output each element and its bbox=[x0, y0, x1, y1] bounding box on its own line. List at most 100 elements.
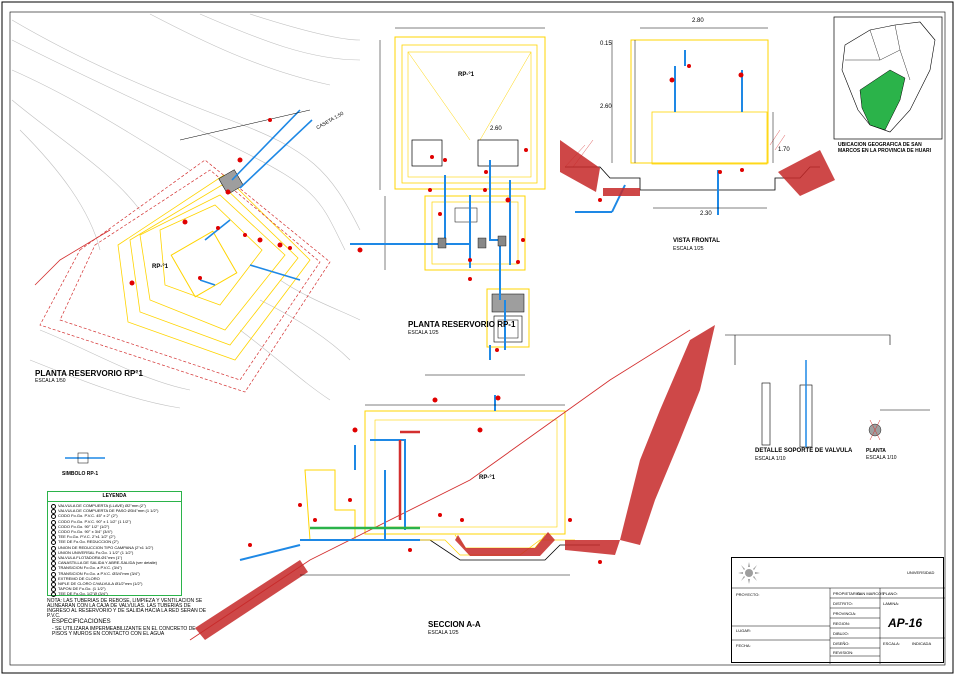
legend-item: CODO Fo.Go. P.V.C. 45° x 2" (2") bbox=[48, 513, 181, 520]
legend-item-text: UNION UNIVERSAL Fo.Go. 1 1/2" (1 1/2") bbox=[58, 549, 134, 555]
legend-symbol-icon bbox=[51, 592, 56, 598]
tb-region-label: REGION: bbox=[833, 621, 850, 626]
detail-plan-title: PLANTA bbox=[866, 448, 886, 454]
legend-item: TEE DE Fo.Go. 1/2"Ø (3/4") bbox=[48, 591, 181, 598]
plan-boundary-line bbox=[34, 229, 111, 286]
legend-symbol-icon bbox=[51, 545, 56, 551]
tb-scale-label: ESCALA: bbox=[883, 641, 900, 646]
tb-sheet-label: LAMINA: bbox=[883, 601, 900, 606]
plan-terrain-lines bbox=[11, 13, 361, 409]
legend-symbol-icon bbox=[51, 561, 56, 567]
dim-top-width: 2.80 bbox=[692, 18, 704, 24]
dim-side-height: 2.60 bbox=[600, 104, 612, 110]
legend-symbol-icon bbox=[51, 514, 56, 520]
legend-item-text: TRANSICION Fo.Go. a P.V.C. Ø3/4"mm (3/4"… bbox=[58, 570, 140, 576]
detail-title: DETALLE SOPORTE DE VALVULA bbox=[755, 448, 853, 454]
legend-item: NIPLE DE CLORO C/VALVULA Ø1/2"mm (1/2") bbox=[48, 581, 181, 587]
tb-project-label: PROYECTO: bbox=[736, 592, 760, 597]
legend-item-text: TEE DE Fo.Go. REDUCCION (2") bbox=[58, 539, 119, 545]
legend-item-text: VALVULA DE COMPUERTA (LLAVE) Ø2"mm (2") bbox=[58, 503, 146, 508]
legend-symbol-icon bbox=[51, 571, 56, 577]
legend-note: NOTA: LAS TUBERIAS DE REBOSE, LIMPIEZA Y… bbox=[47, 598, 207, 619]
section-a-a bbox=[300, 410, 600, 561]
legend-item-text: CODO Fo.Go. 90° x 3/4" (3/4") bbox=[58, 529, 113, 534]
legend-item: CANASTILLA DE SALIDA Y ABRE-SALIDA (ver … bbox=[48, 560, 181, 567]
spec-title: ESPECIFICACIONES bbox=[52, 619, 111, 625]
legend-item-text: VALVULA DE COMPUERTA DE PASO Ø3/4"mm (1 … bbox=[58, 508, 159, 514]
legend-symbol-icon bbox=[51, 540, 56, 546]
plan-top-structure bbox=[394, 36, 546, 348]
legend-symbol-icon bbox=[51, 535, 56, 541]
legend-symbol-icon bbox=[51, 509, 56, 515]
sheet-number: AP-16 bbox=[888, 616, 923, 630]
legend-symbol-icon bbox=[51, 504, 56, 509]
plan-left-tank-label: RP-°1 bbox=[152, 264, 169, 270]
plan-pipes bbox=[199, 109, 313, 286]
plan-top-tank-label: RP-°1 bbox=[458, 72, 475, 78]
tb-plan-label: PLANO: bbox=[883, 591, 898, 596]
legend-item: VALVULA DE COMPUERTA DE PASO Ø3/4"mm (1 … bbox=[48, 508, 181, 515]
tb-date-label: FECHA: bbox=[736, 643, 751, 648]
dim-plan: 2.60 bbox=[490, 126, 502, 132]
tb-province-label: PROVINCIA: bbox=[833, 611, 857, 616]
legend-item: UNION UNIVERSAL Fo.Go. 1 1/2" (1 1/2") bbox=[48, 550, 181, 556]
dim-bottom-width: 2.30 bbox=[700, 211, 712, 217]
plan-cut-lines bbox=[39, 159, 331, 393]
legend-item: TRANSICION Fo.Go. a P.V.C. Ø3/4"mm (3/4"… bbox=[48, 571, 181, 577]
tb-owner-label: PROPIETARIO: bbox=[833, 591, 862, 596]
detail-scale: ESCALA 1/10 bbox=[755, 456, 786, 462]
legend-item-text: TRANSICION Fo.Go. a P.V.C. (3/4") bbox=[58, 565, 122, 571]
legend-symbol-icon bbox=[51, 519, 56, 525]
legend-item-text: NIPLE DE CLORO C/VALVULA Ø1/2"mm (1/2") bbox=[58, 581, 143, 586]
detail-valve-support bbox=[725, 334, 930, 448]
tb-drawn-label: DIBUJO: bbox=[833, 631, 849, 636]
legend-symbol-icon bbox=[51, 530, 56, 535]
university-logo bbox=[738, 562, 760, 584]
legend-item-text: CODO Fo.Go. P.V.C. 90° x 1 1/2" (1 1/2") bbox=[58, 518, 131, 524]
tb-review-label: REVISION: bbox=[833, 650, 854, 655]
front-view-scale: ESCALA 1/25 bbox=[673, 246, 704, 252]
legend-item-text: CODO Fo.Go. 90° 1/2" (1/2") bbox=[58, 523, 110, 529]
plan-top-scale: ESCALA 1/25 bbox=[408, 330, 439, 336]
legend-item: UNION DE REDUCCION TIPO CAMPANA (2"x1 1/… bbox=[48, 545, 181, 551]
legend-symbol-icon bbox=[51, 556, 56, 561]
front-view bbox=[564, 27, 820, 215]
tb-designer-label: DISEÑO: bbox=[833, 641, 850, 646]
legend-item: CODO Fo.Go. 90° x 3/4" (3/4") bbox=[48, 529, 181, 535]
plan-left-scale: ESCALA 1/50 bbox=[35, 378, 66, 384]
legend-item: CODO Fo.Go. P.V.C. 90° x 1 1/2" (1 1/2") bbox=[48, 519, 181, 525]
legend-item-text: CANASTILLA DE SALIDA Y ABRE-SALIDA (ver … bbox=[58, 560, 158, 566]
section-title: SECCION A-A bbox=[428, 620, 481, 629]
tb-place-value: SAN MARCOS bbox=[857, 591, 884, 596]
plan-left-title: PLANTA RESERVORIO RP°1 bbox=[35, 369, 143, 378]
small-symbol-label: SIMBOLO RP-1 bbox=[62, 471, 99, 477]
slope-hatch bbox=[620, 325, 715, 545]
section-scale: ESCALA 1/25 bbox=[428, 630, 459, 636]
tb-header: UNIVERSIDAD bbox=[907, 570, 935, 575]
small-symbol bbox=[65, 452, 105, 464]
title-block: UNIVERSIDAD PROYECTO: LUGAR: FECHA: PROP… bbox=[731, 557, 945, 664]
legend-item-text: VALVULA FLOTADORA Ø1"mm (1") bbox=[58, 555, 123, 560]
legend-item: TEE DE Fo.Go. REDUCCION (2") bbox=[48, 539, 181, 546]
dim-side-top: 0.15 bbox=[600, 41, 612, 47]
legend-symbol-icon bbox=[51, 576, 56, 582]
legend-item: TAPON DE Fo.Go. (1 1/2") bbox=[48, 586, 181, 593]
legend-symbol-icon bbox=[51, 550, 56, 556]
legend-item: VALVULA FLOTADORA Ø1"mm (1") bbox=[48, 555, 181, 561]
legend-item: TRANSICION Fo.Go. a P.V.C. (3/4") bbox=[48, 565, 181, 572]
dim-front-right: 1.70 bbox=[778, 147, 790, 153]
legend-symbol-icon bbox=[51, 524, 56, 530]
legend-item-text: EXTREMO DE CLORO bbox=[58, 575, 100, 581]
tb-district-label: DISTRITO: bbox=[833, 601, 853, 606]
legend-title: LEYENDA bbox=[48, 492, 181, 502]
detail-plan-scale: ESCALA 1/10 bbox=[866, 455, 897, 461]
legend-item-text: UNION DE REDUCCION TIPO CAMPANA (2"x1 1/… bbox=[58, 544, 154, 550]
spec-text: - SE UTILIZARA IMPERMEABILIZANTE EN EL C… bbox=[52, 626, 196, 637]
plan-top-title: PLANTA RESERVORIO RP-1 bbox=[408, 320, 516, 329]
plan-tank bbox=[170, 230, 238, 298]
legend-item-text: TAPON DE Fo.Go. (1 1/2") bbox=[58, 586, 106, 592]
legend-item-text: TEE Fo.Go. P.V.C. 2"x1 1/2" (2") bbox=[58, 534, 116, 540]
tb-place-label: LUGAR: bbox=[736, 628, 751, 633]
front-view-title: VISTA FRONTAL bbox=[673, 238, 720, 244]
